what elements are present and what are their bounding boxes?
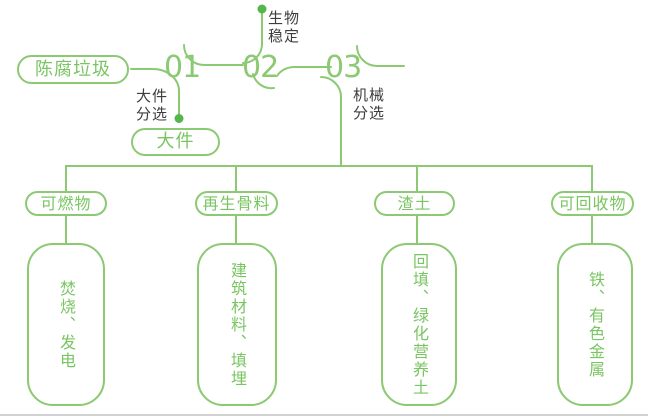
label-line: 大件 — [136, 87, 169, 105]
branch-dot-biostable — [257, 4, 267, 14]
line-biostable-to-step2 — [242, 12, 263, 64]
distribution-bar — [65, 165, 593, 193]
outcome-text: 铁、有色金属 — [586, 270, 605, 379]
outcome-text: 建筑材料、填埋 — [228, 261, 247, 388]
node-bulky-item: 大件 — [131, 128, 220, 156]
branch-dot-bulky — [174, 114, 184, 123]
step-number-1: 01 — [164, 50, 201, 85]
label-bulky-sorting: 大件 分选 — [136, 87, 168, 123]
node-category-recyclables: 可回收物 — [551, 191, 634, 216]
arc-step3-outgoing — [356, 45, 405, 67]
bottom-edge-rule — [0, 414, 648, 416]
node-outcome-backfill: 回填、绿化营养土 — [381, 243, 457, 406]
step-number-3: 03 — [325, 50, 362, 85]
outcome-text: 回填、绿化营养土 — [410, 252, 429, 397]
label-line: 生物 — [268, 9, 301, 27]
node-outcome-building-materials: 建筑材料、填埋 — [197, 243, 277, 406]
node-category-slag-soil: 渣土 — [374, 191, 455, 216]
node-category-combustibles: 可燃物 — [25, 191, 107, 216]
label-line: 分选 — [353, 104, 386, 122]
node-outcome-metals: 铁、有色金属 — [557, 243, 633, 406]
node-category-recycled-aggregate: 再生骨料 — [195, 191, 278, 216]
label-line: 机械 — [353, 86, 386, 104]
label-line: 分选 — [136, 105, 169, 123]
step-number-2: 02 — [242, 50, 279, 85]
label-bio-stabilization: 生物 稳定 — [268, 9, 300, 45]
label-line: 稳定 — [268, 27, 301, 45]
line-step3-to-distribution-bar — [320, 76, 342, 167]
line-source-to-bulky-branch — [130, 68, 180, 115]
arc-step1-to-step2 — [183, 44, 244, 66]
outcome-text: 焚烧、发电 — [57, 279, 76, 370]
label-mechanical-sorting: 机械 分选 — [353, 86, 385, 122]
node-source: 陈腐垃圾 — [17, 55, 129, 84]
node-outcome-incineration: 焚烧、发电 — [27, 243, 105, 406]
arc-under-step2 — [252, 73, 275, 90]
line-step2-to-step3 — [276, 66, 332, 77]
